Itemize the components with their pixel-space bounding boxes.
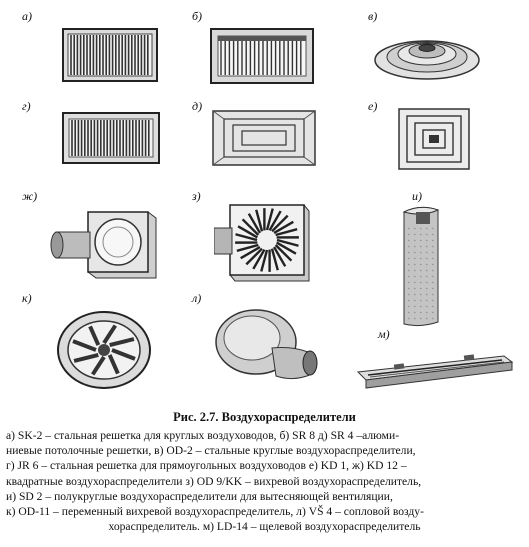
caption-line: хораспределитель. м) LD-14 – щелевой воз… <box>108 520 421 534</box>
caption-line: к) OD-11 – переменный вихревой воздухора… <box>6 505 424 519</box>
caption-line: ниевые потолочные решетки, в) OD-2 – ста… <box>6 444 416 458</box>
figure-sr8-grille <box>210 28 314 84</box>
figure-od2-round-diffuser <box>374 30 480 80</box>
label-g: г) <box>22 99 31 113</box>
label-b: б) <box>192 9 203 23</box>
figure-caption-title: Рис. 2.7. Воздухораспределители <box>173 410 356 424</box>
figure-ld14-slot-diffuser <box>354 350 514 392</box>
caption-line: а) SK-2 – стальная решетка для круглых в… <box>6 429 400 442</box>
label-v: в) <box>368 9 378 23</box>
figure-sk2-grille <box>62 28 158 82</box>
figure-sr4-ceiling-grille <box>212 110 316 166</box>
figure-kd1-square-diffuser <box>398 108 470 170</box>
figure-od11-swirl-diffuser <box>56 310 154 390</box>
figure-sd2-displacement-diffuser <box>400 204 446 328</box>
caption-line: квадратные воздухораспределители з) OD 9… <box>6 474 422 488</box>
figure-od9kk-swirl-diffuser <box>214 202 310 282</box>
label-k: к) <box>22 291 32 305</box>
label-l: л) <box>192 291 202 305</box>
caption-line: г) JR 6 – стальная решетка для прямоугол… <box>6 459 407 473</box>
label-d: д) <box>192 99 203 113</box>
label-z: з) <box>192 189 201 203</box>
figure-kd12-square-diffuser <box>48 208 158 280</box>
label-i: и) <box>412 189 422 203</box>
figure-jr6-grille <box>62 112 160 164</box>
figure-vs4-nozzle-diffuser <box>212 306 322 386</box>
label-m: м) <box>378 327 390 341</box>
figure-caption-body: а) SK-2 – стальная решетка для круглых в… <box>6 428 523 534</box>
caption-line: и) SD 2 – полукруглые воздухораспределит… <box>6 489 393 503</box>
label-e: е) <box>368 99 378 113</box>
label-zh: ж) <box>22 189 38 203</box>
label-a: а) <box>22 9 32 23</box>
